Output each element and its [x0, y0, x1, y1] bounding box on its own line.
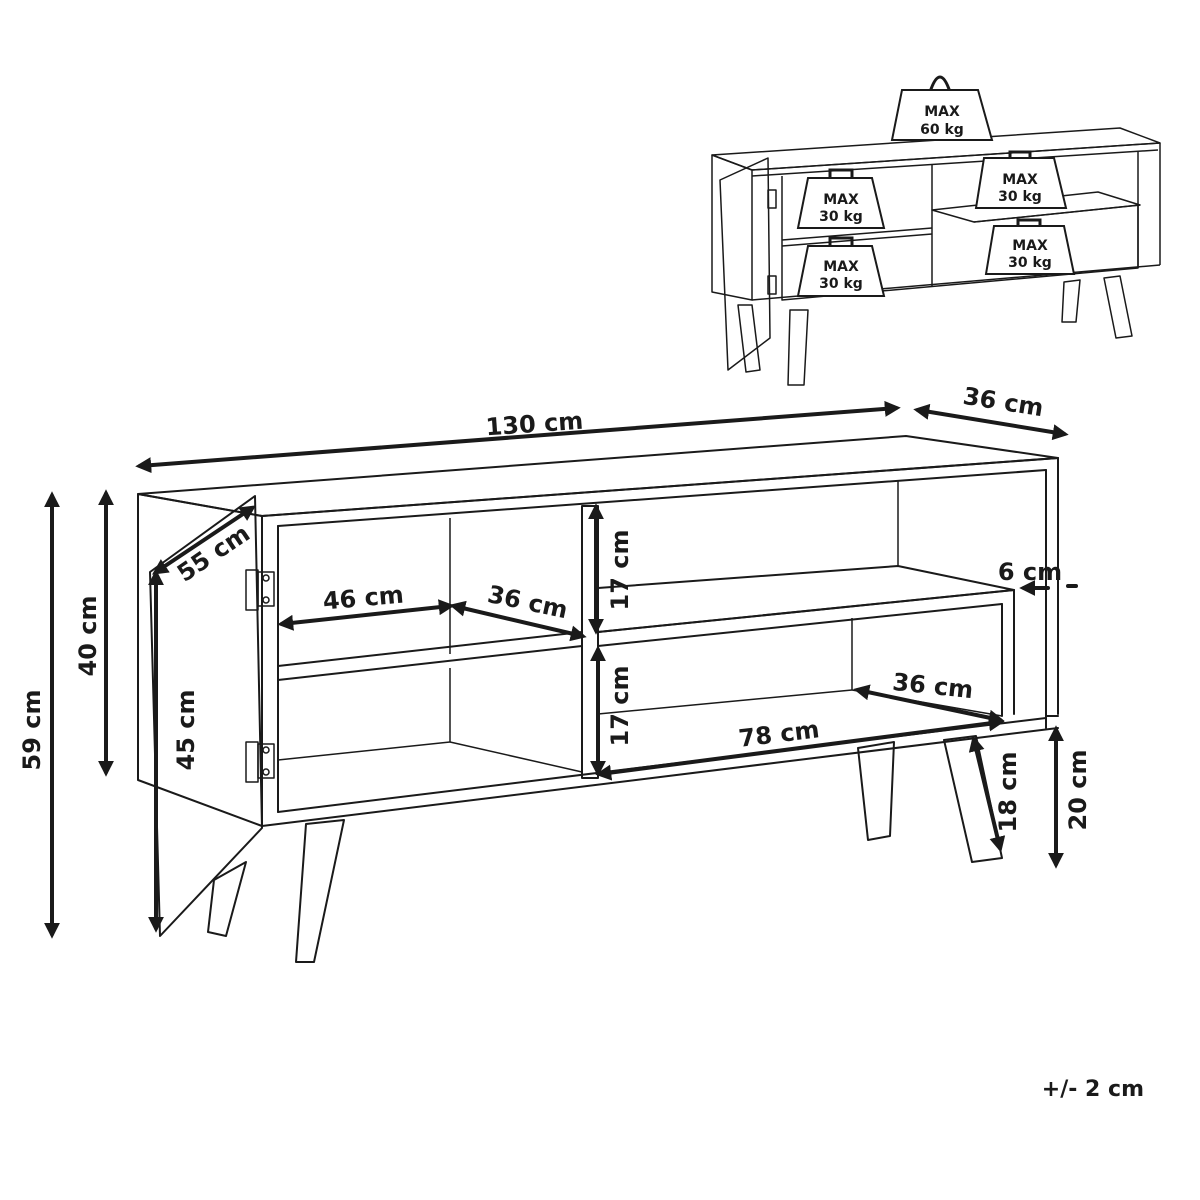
- load-top-value: 60 kg: [920, 122, 964, 138]
- hinge-icon: [245, 569, 275, 611]
- shelf-offset-label: 6 cm: [998, 558, 1062, 586]
- load-upper-left-value: 30 kg: [819, 209, 863, 225]
- weight-icon: MAX 30 kg: [796, 168, 886, 229]
- right-shelf: [597, 565, 1015, 633]
- left-shelf: [277, 631, 583, 681]
- shelf-width-left-arrow: [277, 599, 455, 631]
- door-height-label: 45 cm: [172, 690, 200, 771]
- tolerance-note: +/- 2 cm: [1042, 1077, 1144, 1102]
- total-height-label: 59 cm: [18, 690, 46, 771]
- open-shelf-depth-arrow: [853, 684, 1005, 726]
- small-door: [719, 157, 771, 371]
- top-panel: [137, 435, 1059, 517]
- back-right-leg: [857, 741, 895, 841]
- leg-length-arrow: [968, 735, 1006, 853]
- dimension-arrows: [44, 400, 1078, 939]
- width-label: 130 cm: [485, 407, 584, 442]
- body-height-label: 40 cm: [74, 596, 102, 677]
- back-left-leg: [207, 861, 247, 937]
- load-upper-right-value: 30 kg: [998, 189, 1042, 205]
- leg-length-label: 18 cm: [994, 752, 1022, 833]
- dimension-labels: 130 cm 36 cm 59 cm 40 cm 45 cm 55 cm 46 …: [18, 382, 1092, 833]
- front-left-leg: [295, 819, 345, 963]
- upper-compartment-label: 17 cm: [606, 530, 634, 611]
- load-lower-right-label: MAX: [1012, 238, 1048, 254]
- lower-compartment-label: 17 cm: [606, 666, 634, 747]
- load-lower-left-value: 30 kg: [819, 276, 863, 292]
- shelf-depth-left-arrow: [449, 600, 587, 642]
- load-lower-right-value: 30 kg: [1008, 255, 1052, 271]
- load-upper-right-label: MAX: [1002, 172, 1038, 188]
- weight-icon: MAX 60 kg: [890, 75, 994, 141]
- door-width-arrow: [152, 505, 256, 575]
- weight-icon: MAX 30 kg: [984, 218, 1076, 275]
- width-arrow: [135, 400, 901, 474]
- load-top-label: MAX: [924, 104, 960, 120]
- weight-icon: MAX 30 kg: [974, 150, 1068, 209]
- load-capacity-diagram: MAX 60 kg MAX 30 kg MAX 30 kg MAX 30 kg: [711, 75, 1161, 386]
- small-left-side: [711, 154, 753, 301]
- depth-label: 36 cm: [961, 382, 1045, 422]
- weight-icon: MAX 30 kg: [796, 236, 886, 297]
- load-upper-left-label: MAX: [823, 192, 859, 208]
- load-lower-left-label: MAX: [823, 259, 859, 275]
- open-shelf-width-arrow: [595, 715, 1005, 781]
- leg-height-label: 20 cm: [1064, 750, 1092, 831]
- hinge-icon: [245, 741, 275, 783]
- depth-arrow: [913, 403, 1069, 441]
